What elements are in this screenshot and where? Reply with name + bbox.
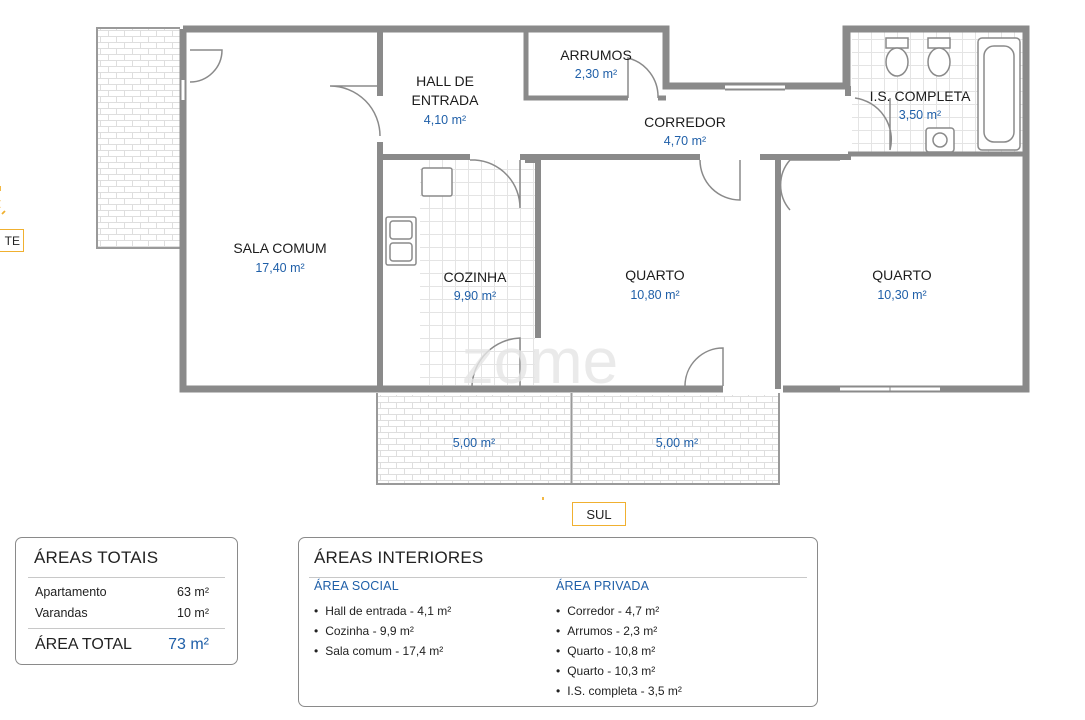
balcony-outline (376, 393, 780, 485)
total-label: ÁREA TOTAL (35, 636, 132, 653)
area-is-completa: 3,50 m² (899, 108, 941, 122)
totals-panel: ÁREAS TOTAIS Apartamento 63 m² Varandas … (15, 537, 238, 665)
totals-row-apartamento: Apartamento 63 m² (35, 585, 209, 599)
list-item: I.S. completa - 3,5 m² (556, 681, 682, 701)
list-item: Quarto - 10,3 m² (556, 661, 682, 681)
watermark: zome (462, 325, 619, 397)
doors (189, 49, 893, 387)
label-quarto-1: QUARTO (625, 267, 684, 283)
area-quarto-2: 10,30 m² (877, 288, 926, 302)
sun-west-icon (0, 186, 6, 215)
private-area-title: ÁREA PRIVADA (556, 579, 650, 593)
totals-title: ÁREAS TOTAIS (34, 548, 159, 567)
label-quarto-2: QUARTO (872, 267, 931, 283)
area-cozinha: 9,90 m² (454, 289, 496, 303)
label-hall-line2: ENTRADA (412, 92, 480, 108)
compass-south-label: SUL (572, 502, 626, 526)
area-sala-comum: 17,40 m² (255, 261, 304, 275)
area-hall: 4,10 m² (424, 113, 466, 127)
list-item: Sala comum - 17,4 m² (314, 641, 451, 661)
interior-areas-panel: ÁREAS INTERIORES ÁREA SOCIAL Hall de ent… (298, 537, 818, 707)
social-area-column: ÁREA SOCIAL Hall de entrada - 4,1 m² Coz… (314, 579, 451, 661)
area-varanda-1: 5,00 m² (453, 436, 495, 450)
area-varanda-2: 5,00 m² (656, 436, 698, 450)
area-corredor: 4,70 m² (664, 134, 706, 148)
list-item: Corredor - 4,7 m² (556, 601, 682, 621)
totals-row-varandas: Varandas 10 m² (35, 606, 209, 620)
label-hall-line1: HALL DE (416, 73, 474, 89)
list-item: Quarto - 10,8 m² (556, 641, 682, 661)
totals-row-label: Apartamento (35, 585, 107, 599)
totals-row-total: ÁREA TOTAL 73 m² (35, 636, 209, 654)
interior-divider (309, 577, 807, 578)
west-terrace (96, 27, 180, 249)
private-area-column: ÁREA PRIVADA Corredor - 4,7 m² Arrumos -… (556, 579, 682, 701)
totals-row-value: 63 m² (177, 585, 209, 599)
totals-divider (28, 577, 225, 578)
list-item: Arrumos - 2,3 m² (556, 621, 682, 641)
totals-row-label: Varandas (35, 606, 88, 620)
compass-west-label: TE (0, 229, 24, 252)
label-is-completa: I.S. COMPLETA (870, 88, 972, 104)
social-area-title: ÁREA SOCIAL (314, 579, 399, 593)
label-arrumos: ARRUMOS (560, 47, 632, 63)
label-sala-comum: SALA COMUM (233, 240, 326, 256)
bathroom-fixtures (885, 37, 1021, 153)
totals-divider-2 (28, 628, 225, 629)
floor-plan: zome SALA COMUM 17,40 m² HALL DE ENTRADA… (0, 25, 1030, 500)
kitchen-floor (420, 160, 535, 385)
sun-south-icon (542, 497, 544, 500)
kitchen-fixtures (385, 167, 453, 266)
list-item: Cozinha - 9,9 m² (314, 621, 451, 641)
label-corredor: CORREDOR (644, 114, 726, 130)
totals-row-value: 10 m² (177, 606, 209, 620)
area-arrumos: 2,30 m² (575, 67, 617, 81)
window-frames (725, 83, 940, 393)
total-value: 73 m² (168, 636, 209, 653)
walls (179, 25, 1030, 393)
list-item: Hall de entrada - 4,1 m² (314, 601, 451, 621)
area-quarto-1: 10,80 m² (630, 288, 679, 302)
label-cozinha: COZINHA (444, 269, 508, 285)
south-balcony-2 (573, 395, 778, 483)
interior-title: ÁREAS INTERIORES (314, 548, 484, 567)
south-balcony-1 (378, 395, 570, 483)
